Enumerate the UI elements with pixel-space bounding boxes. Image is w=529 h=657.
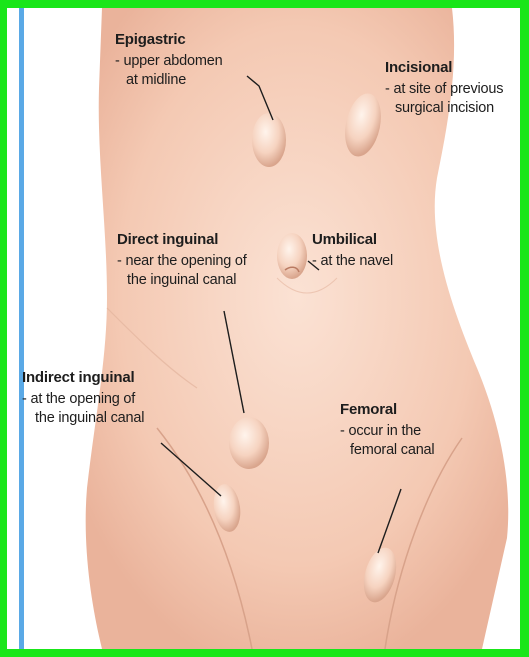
label-line: - at the navel [312,252,393,271]
label-epigastric: Epigastric - upper abdomen at midline [115,30,222,90]
label-line: at midline [115,71,222,90]
label-title: Incisional [385,58,503,77]
label-line: - near the opening of [117,252,247,271]
label-title: Indirect inguinal [22,368,144,387]
label-direct-inguinal: Direct inguinal - near the opening of th… [117,230,247,290]
umbilical-bulge [277,233,307,279]
label-femoral: Femoral - occur in the femoral canal [340,400,434,460]
label-line: the inguinal canal [22,409,144,428]
label-title: Direct inguinal [117,230,247,249]
label-line: surgical incision [385,99,503,118]
label-title: Umbilical [312,230,393,249]
label-line: femoral canal [340,441,434,460]
label-line: - occur in the [340,422,434,441]
label-indirect-inguinal: Indirect inguinal - at the opening of th… [22,368,144,428]
label-umbilical: Umbilical - at the navel [312,230,393,271]
epigastric-bulge [252,113,286,167]
label-line: the inguinal canal [117,271,247,290]
label-line: - upper abdomen [115,52,222,71]
diagram-frame: Epigastric - upper abdomen at midline In… [7,8,520,649]
label-incisional: Incisional - at site of previous surgica… [385,58,503,118]
label-title: Femoral [340,400,434,419]
label-line: - at the opening of [22,390,144,409]
label-title: Epigastric [115,30,222,49]
direct-inguinal-bulge [229,417,269,469]
label-line: - at site of previous [385,80,503,99]
